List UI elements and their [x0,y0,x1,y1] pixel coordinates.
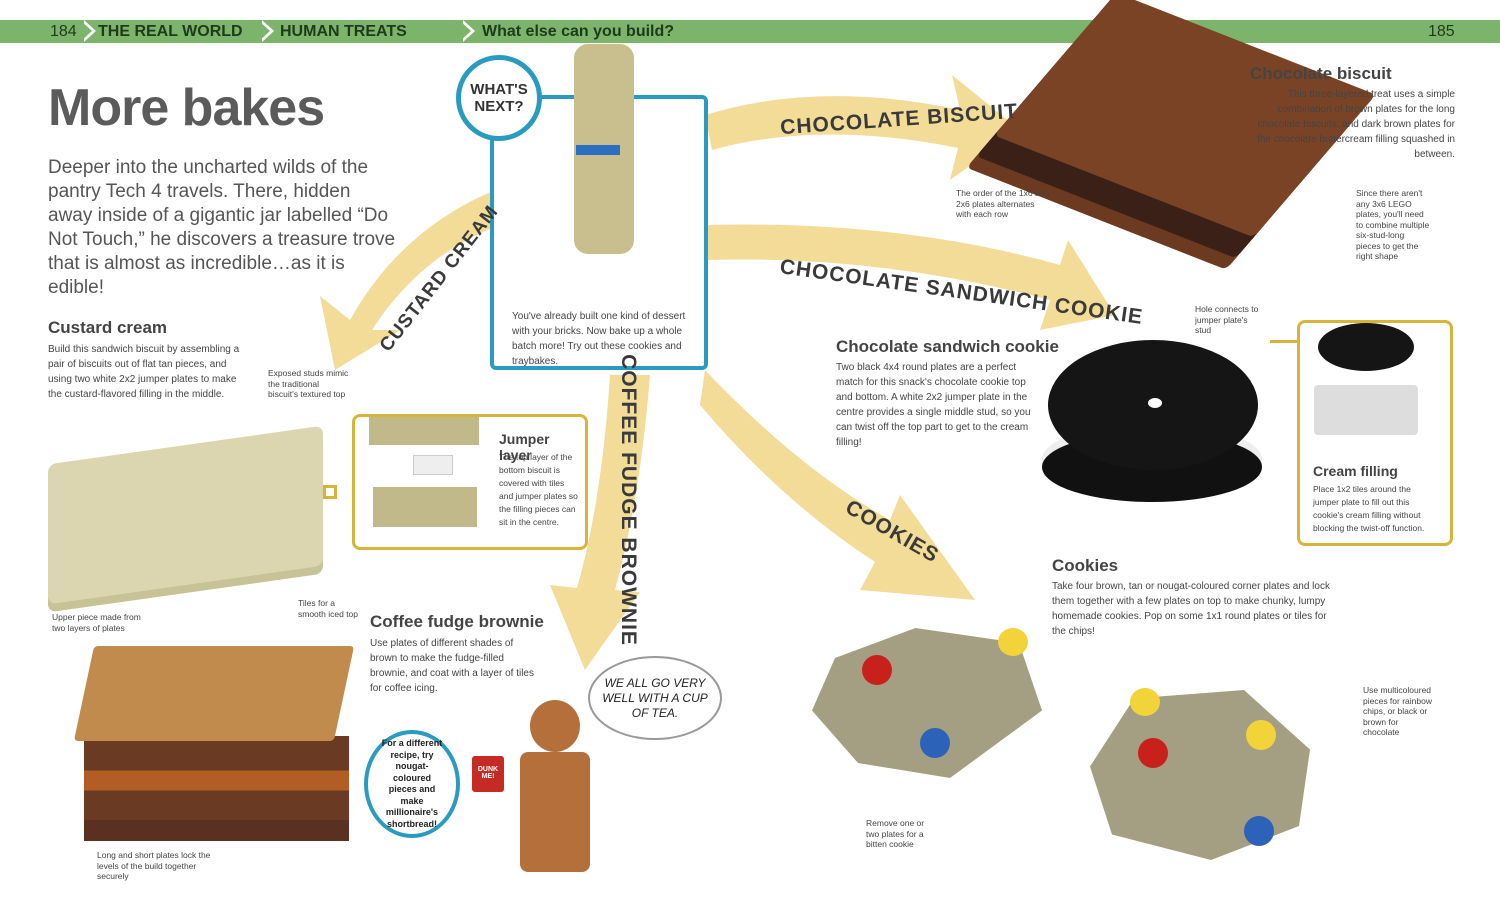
yellow-chip [1130,688,1160,716]
sandwich-cookie-text: Two black 4x4 round plates are a perfect… [836,362,1031,448]
round-plate [1318,323,1414,371]
arrow-custard-cream [320,190,500,370]
blue-chip [1244,816,1274,846]
cream-filling-box: Cream filling Place 1x2 tiles around the… [1297,320,1453,546]
cream-filling-text: Place 1x2 tiles around the jumper plate … [1313,484,1425,533]
speech-bubble: WE ALL GO VERY WELL WITH A CUP OF TEA. [588,656,722,740]
chocolate-biscuit-title: Chocolate biscuit [1250,64,1392,83]
jumper-base [373,487,477,527]
jumper-plate [413,455,453,475]
breadcrumb-section: What else can you build? [482,23,675,40]
cookies-text: Take four brown, tan or nougat-coloured … [1052,581,1330,637]
brownie-layers [84,736,349,841]
note-remove: Remove one or two plates for a bitten co… [866,818,925,849]
red-chip [862,655,892,685]
white-tiles [1314,385,1418,435]
custard-cream-text: Build this sandwich biscuit by assemblin… [48,344,240,400]
note-long-short: Long and short plates lock the levels of… [97,850,211,881]
arrow-chocolate-biscuit [705,75,1020,180]
yellow-chip [1246,720,1276,750]
breadcrumb-human-treats: HUMAN TREATS [280,23,407,40]
whats-next-badge: WHAT'S NEXT? [456,55,542,141]
mug: DUNK ME! [472,756,504,792]
bow-tie [576,145,620,155]
breadcrumb-separator [80,20,92,42]
center-hole [1148,398,1162,408]
arrow-sandwich [705,224,1115,330]
arrow-cookies [700,370,975,600]
page-number-right: 185 [1428,23,1455,40]
gingerbread-minifig-head [530,700,580,752]
callout-connector [323,485,337,499]
brownie-icing [73,646,355,741]
note-exposed-studs: Exposed studs mimic the traditional bisc… [268,368,349,399]
chocolate-biscuit-text: This three-layered treat uses a simple c… [1257,89,1455,160]
blue-chip [920,728,950,758]
whats-next-box: You've already built one kind of dessert… [490,44,708,370]
custard-cream-title: Custard cream [48,318,168,337]
note-hole: Hole connects to jumper plate's stud [1195,304,1259,335]
note-upper-piece: Upper piece made from two layers of plat… [52,612,141,633]
brownie-model [73,646,355,846]
whats-next-text: You've already built one kind of dessert… [512,311,686,367]
note-no-3x6: Since there aren't any 3x6 LEGO plates, … [1356,188,1430,261]
callout-connector [1270,340,1300,343]
page-title: More bakes [48,79,325,137]
jumper-top-plate [369,417,479,445]
tip-bubble: For a different recipe, try nougat-colou… [364,730,460,838]
jumper-layer-title: Jumper layer [499,431,550,463]
arrow-label-brownie: COFFEE FUDGE BROWNIE [616,354,640,646]
breadcrumb-separator [258,20,270,42]
jumper-layer-text: The top layer of the bottom biscuit is c… [499,452,578,527]
breadcrumb-separator [459,20,471,42]
jumper-layer-box: Jumper layer The top layer of the bottom… [352,414,588,550]
cream-filling-title: Cream filling [1313,463,1398,479]
brownie-text: Use plates of different shades of brown … [370,638,534,694]
arrow-brownie [550,375,650,670]
red-chip [1138,738,1168,768]
cookies-title: Cookies [1052,556,1119,575]
note-multicoloured: Use multicoloured pieces for rainbow chi… [1363,685,1432,737]
sandwich-cookie-title: Chocolate sandwich cookie [836,337,1059,356]
breadcrumb-the-real-world: THE REAL WORLD [98,23,243,40]
intro-text: Deeper into the uncharted wilds of the p… [48,157,396,298]
gingerbread-minifig [520,752,590,872]
note-plate-order: The order of the 1x6 and 2x6 plates alte… [956,188,1050,219]
page-number-left: 184 [50,23,77,40]
yellow-chip [998,628,1028,656]
note-tiles: Tiles for a smooth iced top [298,598,359,619]
brownie-title: Coffee fudge brownie [370,612,544,631]
